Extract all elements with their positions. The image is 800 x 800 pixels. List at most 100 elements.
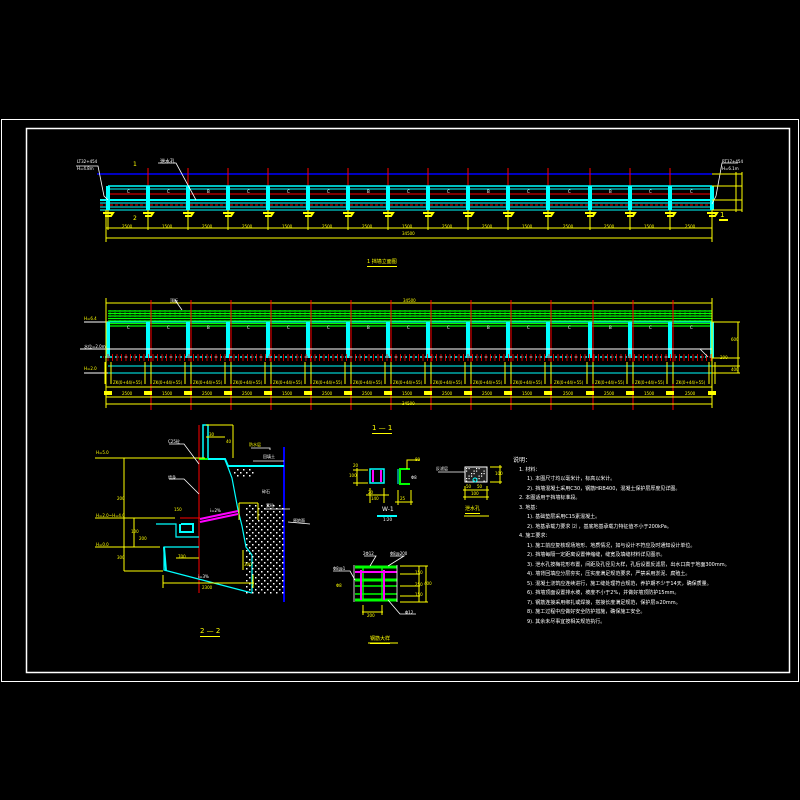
note-subitem: 8). 施工过程中应做好安全防护措施，确保施工安全。 (527, 609, 646, 615)
pile-tip (304, 391, 312, 395)
hatch-dot (246, 556, 248, 558)
hatch-dot (270, 520, 272, 522)
panel-mark: B (487, 189, 490, 194)
hatch-dot (237, 469, 239, 471)
hatch-dot (246, 538, 248, 540)
hatch-dot (249, 541, 251, 543)
sec22-dim-200: 200 (117, 496, 125, 501)
hatch-dot (282, 514, 284, 516)
hatch-dot (276, 586, 278, 588)
detail-w1 (353, 459, 420, 517)
hatch-dot (276, 574, 278, 576)
pilaster (346, 186, 350, 210)
column (506, 322, 510, 358)
hatch-dot (249, 469, 251, 471)
hatch-dot (273, 535, 275, 537)
hatch-dot (243, 469, 245, 471)
hatch-dot (267, 535, 269, 537)
hatch-dot (246, 532, 248, 534)
hatch-dot (471, 475, 473, 477)
hatch-dot (258, 526, 260, 528)
sec11-segment-dim: 1500 (522, 391, 533, 396)
hatch-dot (255, 565, 257, 567)
leader (699, 348, 709, 358)
detail-w1-callout: Φ8 (411, 475, 417, 480)
hatch-dot (273, 565, 275, 567)
elevation-segment-dim: 2500 (202, 224, 213, 229)
note-item: 1. 材料： (519, 466, 541, 473)
hatch-dot (273, 553, 275, 555)
hatch-dot (249, 559, 251, 561)
hatch-dot (255, 529, 257, 531)
sec11-segment-dim: 2500 (482, 391, 493, 396)
hatch-dot (246, 550, 248, 552)
sec22-dim-2300: 2300 (202, 585, 213, 590)
note-subitem: 2). 地基承载力要求 ⑵ ，基底地基承载力特征值不小于200kPa。 (527, 523, 672, 530)
sec11-elev-top: H=6.4 (84, 316, 97, 321)
hatch-dot (276, 520, 278, 522)
panel-mark: C (527, 325, 530, 330)
hatch-dot (261, 589, 263, 591)
notes-header: 说明： (513, 457, 532, 464)
pile-tip (464, 391, 472, 395)
detail-w1-dim-5: 80 (415, 457, 421, 462)
hatch-dot (471, 473, 473, 475)
pile-label: ZK(0+44/+55) (193, 380, 223, 385)
hatch-dot (255, 547, 257, 549)
note-subitem: 4). 墙背回填应分层夯实，压实度满足规范要求，严禁采用淤泥、腐殖土。 (527, 571, 691, 577)
hatch-dot (258, 520, 260, 522)
section-mark-2: 2 (133, 215, 137, 222)
note-subitem: 2). 挡墙每隔一定距离设置伸缩缝，缝宽及填缝材料详见图示。 (527, 552, 666, 558)
pilaster (506, 186, 510, 210)
detail-w1-dim-1: 100 (349, 473, 357, 478)
hatch-dot (282, 586, 284, 588)
detail-rebar-callout-0: 2Φ12 (363, 551, 374, 556)
note-item: 2. 本图适用于挡墙标准段。 (519, 495, 581, 501)
detail-rebar-dim-2: 150 (415, 592, 423, 597)
panel-mark: C (327, 189, 330, 194)
column (146, 322, 150, 358)
sec22-dim-300: 300 (244, 562, 252, 567)
sec11-right-dim-2: 400 (731, 367, 739, 372)
hatch-dot (255, 511, 257, 513)
elevation-segment-dim: 1500 (162, 224, 173, 229)
hatch-dot (279, 553, 281, 555)
hatch-dot (234, 472, 236, 474)
hatch-dot (258, 538, 260, 540)
hatch-dot (252, 574, 254, 576)
panel-mark: C (690, 189, 693, 194)
sec11-segment-dim: 1500 (402, 391, 413, 396)
hatch-dot (258, 580, 260, 582)
hatch-dot (249, 511, 251, 513)
hatch-dot (249, 475, 251, 477)
hatch-dot (279, 589, 281, 591)
column (628, 322, 632, 358)
pile-label: ZK(0+44/+55) (153, 380, 183, 385)
hatch-dot (282, 562, 284, 564)
hatch-dot (264, 562, 266, 564)
detail-drain-dim-1: 50 (466, 484, 472, 489)
hatch-dot (261, 565, 263, 567)
hatch-dot (258, 574, 260, 576)
hatch-dot (276, 526, 278, 528)
panel-mark: C (447, 189, 450, 194)
hatch-dot (264, 544, 266, 546)
sec11-segment-dim: 2500 (322, 391, 333, 396)
pile-label: ZK(0+44/+55) (313, 380, 343, 385)
column (668, 322, 672, 358)
hatch-dot (252, 520, 254, 522)
hatch-dot (261, 577, 263, 579)
note-subitem: 7). 钢筋连接采用绑扎或焊接，搭接长度满足规范，保护层≥20mm。 (527, 599, 681, 606)
note-item: 4. 施工要求： (519, 533, 551, 539)
elevation-title: 1 挡墙立面图 (367, 259, 397, 267)
hatch-dot (270, 556, 272, 558)
hatch-dot (282, 592, 284, 594)
hatch-dot (276, 514, 278, 516)
hatch-dot (264, 592, 266, 594)
panel-mark: C (327, 325, 330, 330)
hatch-dot (267, 547, 269, 549)
gravel-hatch (234, 469, 284, 594)
hatch-dot (249, 529, 251, 531)
detail-drain-title: 泄水孔 (465, 506, 481, 514)
detail-rebar-callout-2: Φ8@1 (333, 566, 346, 571)
